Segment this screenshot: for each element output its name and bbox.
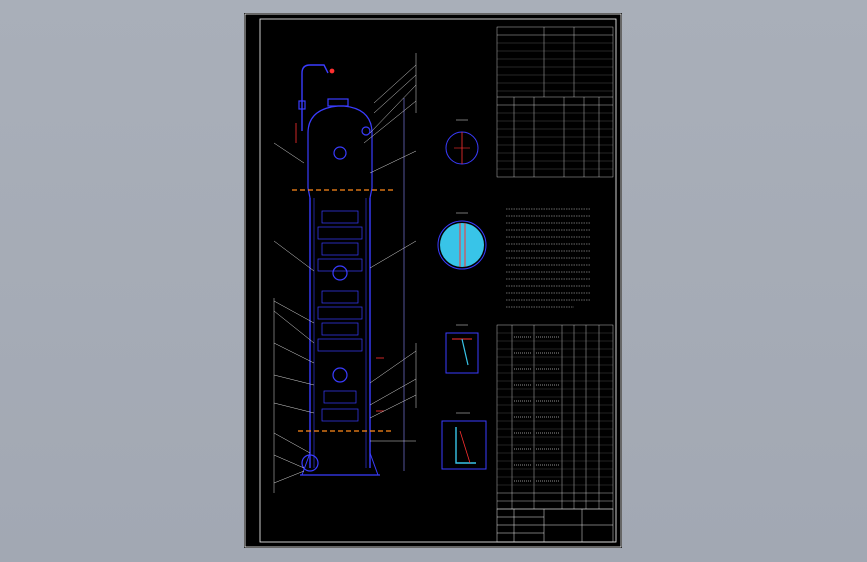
detail-view-2 (437, 212, 487, 270)
detail-view-3 (445, 324, 479, 374)
feed-nozzle-top (333, 146, 347, 160)
drawing-sheet[interactable] (244, 13, 622, 548)
tower-assembly-drawing (244, 13, 622, 548)
leader-lines (273, 53, 417, 493)
parts-list-text (514, 336, 560, 482)
side-nozzle-top (361, 126, 371, 136)
top-manhole (327, 98, 349, 107)
technical-notes (506, 208, 590, 308)
inner-border (259, 18, 617, 543)
feed-nozzle-low (332, 367, 348, 383)
feed-nozzle-mid (332, 265, 348, 281)
detail-view-4 (441, 412, 487, 470)
packing-trays (317, 210, 363, 422)
tower-elevation (298, 64, 405, 476)
parts-list-rows (497, 332, 613, 486)
bottom-nozzle (301, 454, 319, 472)
red-detail-marks (295, 68, 384, 412)
pipe-flange (298, 100, 306, 110)
title-block (496, 508, 614, 543)
detail-view-1 (445, 119, 479, 165)
parts-list-table (496, 324, 614, 510)
design-data-table (496, 26, 614, 178)
outer-border (244, 13, 622, 548)
vapour-outlet-pipe (301, 64, 329, 131)
design-data-rows (497, 42, 613, 170)
section-lines (292, 189, 394, 432)
